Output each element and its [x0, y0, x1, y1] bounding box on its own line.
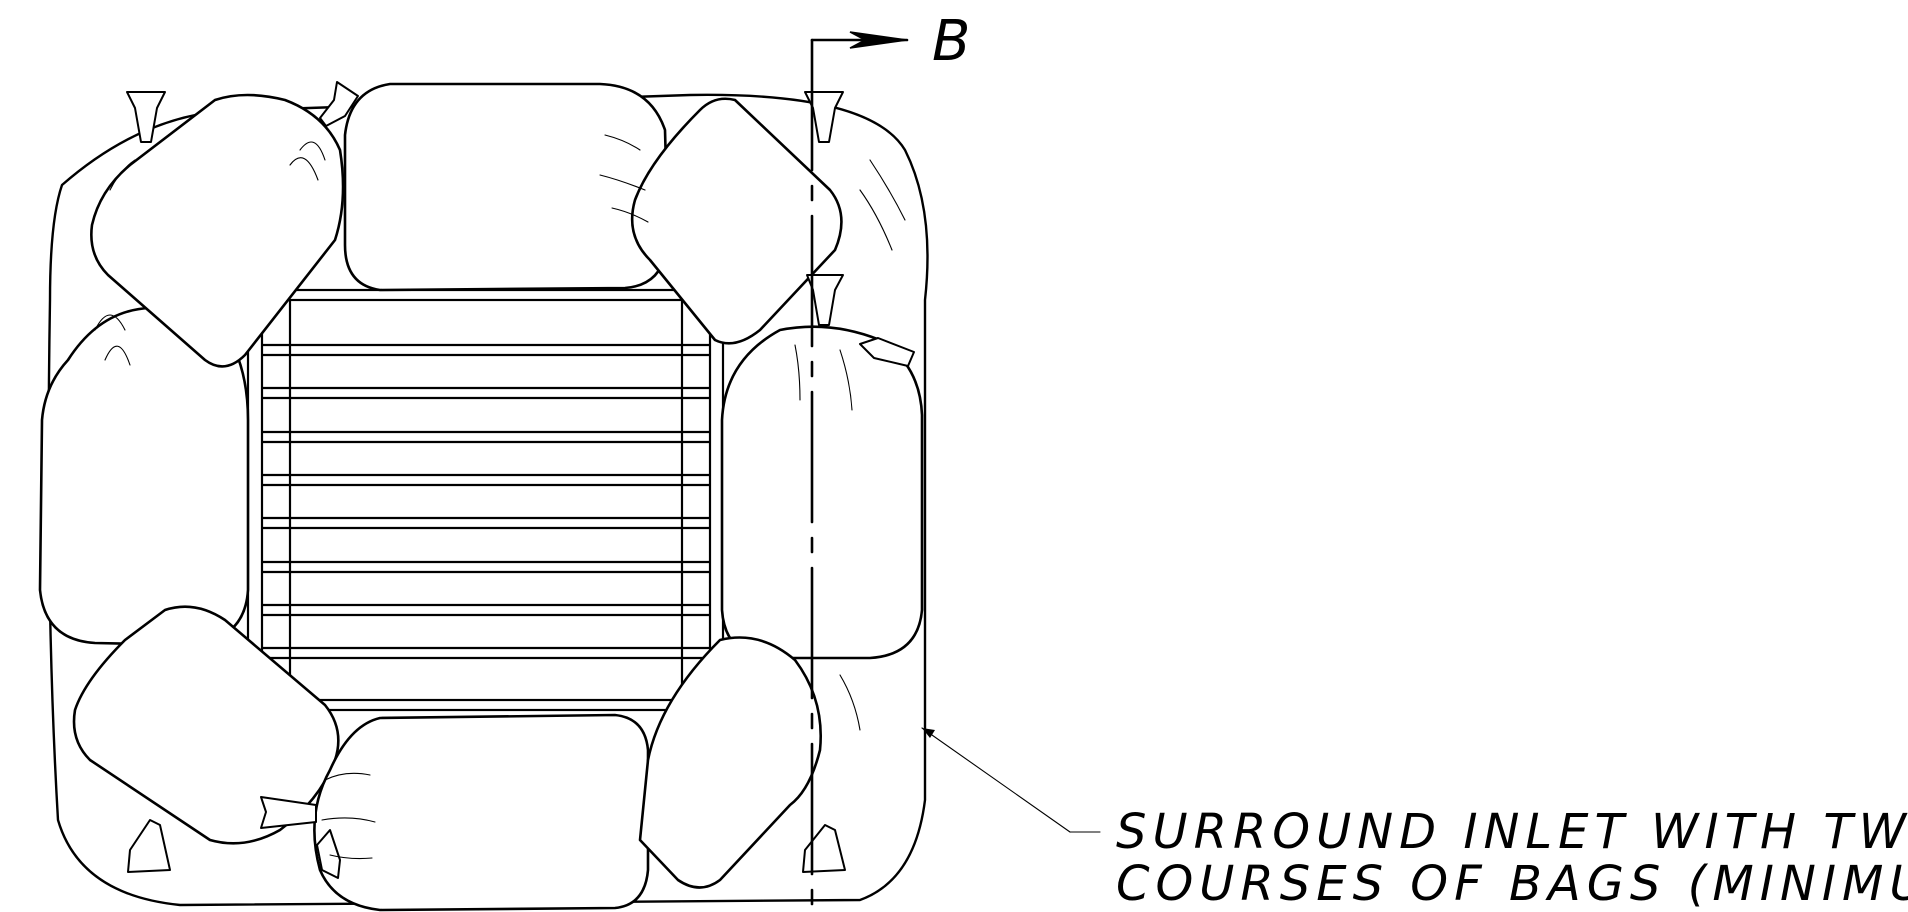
- inlet-grate: [246, 288, 725, 712]
- section-arrow-icon: [849, 31, 908, 49]
- leader-line: [921, 727, 1071, 833]
- sandbag-right: [720, 325, 924, 660]
- sandbag-top-right: [630, 97, 843, 345]
- callout: SURROUND INLET WITH TWO COURSES OF BAGS …: [921, 727, 1908, 912]
- bag-ties: [126, 81, 915, 879]
- sandbag-bottom-right: [638, 636, 822, 889]
- callout-line-2: COURSES OF BAGS (MINIMUM).: [1116, 856, 1908, 912]
- sandbag-bottom: [313, 713, 650, 912]
- bag-wrinkle-lines: [94, 134, 906, 860]
- section-marker-letter: B: [932, 9, 970, 74]
- sandbag-top: [343, 82, 670, 292]
- sandbag-bottom-left: [72, 605, 340, 845]
- sandbag-top-left: [90, 93, 345, 368]
- callout-line-1: SURROUND INLET WITH TWO: [1116, 804, 1908, 860]
- upper-course-bags: [38, 82, 924, 912]
- section-cut-line: B: [810, 9, 970, 912]
- leader-arrow-icon: [922, 728, 935, 738]
